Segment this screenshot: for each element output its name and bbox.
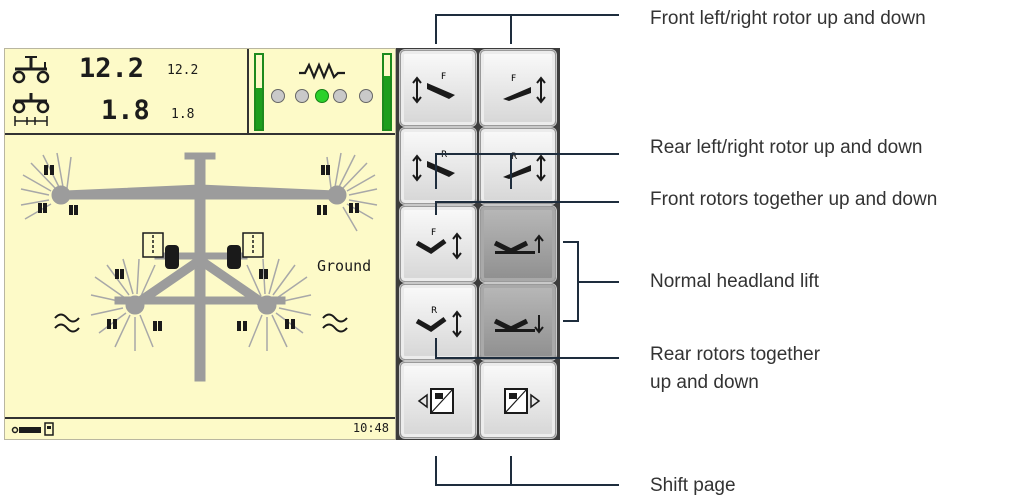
- header-divider: [247, 49, 249, 135]
- rear-right-rotor-icon: R: [503, 152, 546, 182]
- svg-text:F: F: [441, 72, 446, 82]
- indicator-dot-3: [315, 89, 329, 103]
- svg-text:F: F: [431, 228, 436, 238]
- windrow-marker-left: [142, 232, 164, 258]
- terminal-screen: 12.2 12.2 1.8 1.8: [4, 48, 396, 440]
- front-right-rotor-icon: F: [503, 74, 546, 104]
- clock: 10:48: [352, 421, 389, 435]
- mode-label: Ground: [317, 257, 372, 275]
- speed-small-value: 12.2: [167, 63, 199, 78]
- callout-front-together: Front rotors together up and down: [650, 189, 938, 210]
- swath-left-icon: [54, 313, 80, 333]
- status-header: 12.2 12.2 1.8 1.8: [5, 49, 395, 135]
- rear-right-rotor-button[interactable]: R: [480, 128, 556, 204]
- front-rotors-together-button[interactable]: F: [400, 206, 476, 282]
- speed-value: 12.2: [79, 53, 145, 84]
- headland-lift-up-icon: [493, 234, 544, 254]
- zigzag-rotor-icon: [299, 62, 345, 80]
- headland-lift-down-button[interactable]: [480, 284, 556, 360]
- callout-front-rotor: Front left/right rotor up and down: [650, 8, 926, 29]
- right-level-gauge-fill: [384, 75, 390, 129]
- rake-machine-diagram: [20, 152, 378, 382]
- connection-icon: [11, 422, 54, 436]
- shift-page-left-icon: [417, 388, 454, 414]
- rear-rotors-together-button[interactable]: R: [400, 284, 476, 360]
- callout-rear-together: Rear rotors together: [650, 344, 821, 365]
- rear-left-rotor-button[interactable]: R: [400, 128, 476, 204]
- callout-shift-page: Shift page: [650, 475, 736, 496]
- shift-page-right-button[interactable]: [480, 362, 556, 438]
- svg-text:R: R: [431, 306, 437, 316]
- shift-page-right-icon: [504, 388, 541, 414]
- rear-right-rotor: [246, 258, 312, 351]
- windrow-marker-right: [242, 232, 264, 258]
- indicator-dot-5: [359, 89, 373, 103]
- height-value: 1.8: [101, 95, 150, 126]
- shift-page-left-button[interactable]: [400, 362, 476, 438]
- right-level-gauge: [382, 53, 392, 131]
- callout-headland: Normal headland lift: [650, 271, 819, 292]
- callout-rear-together-line2: up and down: [650, 372, 759, 393]
- svg-text:R: R: [511, 152, 517, 162]
- tractor-speed-icon: [12, 56, 50, 84]
- status-bar: 10:48: [5, 417, 395, 439]
- svg-text:F: F: [511, 74, 516, 84]
- rear-rotors-together-icon: R: [415, 306, 462, 338]
- front-left-rotor-icon: F: [412, 72, 455, 104]
- headland-lift-down-icon: [493, 315, 544, 334]
- swath-right-icon: [322, 313, 348, 333]
- front-left-rotor-button[interactable]: F: [400, 50, 476, 126]
- left-level-gauge-fill: [256, 88, 262, 129]
- svg-text:R: R: [441, 150, 447, 160]
- front-rotors-together-icon: F: [415, 228, 462, 260]
- indicator-dot-2: [295, 89, 309, 103]
- height-small-value: 1.8: [171, 107, 195, 122]
- rear-left-rotor: [90, 258, 156, 351]
- left-level-gauge: [254, 53, 264, 131]
- rear-left-rotor-icon: R: [412, 150, 455, 182]
- headland-lift-up-button[interactable]: [480, 206, 556, 282]
- callout-rear-rotor: Rear left/right rotor up and down: [650, 137, 923, 158]
- front-right-rotor-button[interactable]: F: [480, 50, 556, 126]
- indicator-dot-1: [271, 89, 285, 103]
- working-height-icon: [12, 93, 50, 126]
- indicator-dot-4: [333, 89, 347, 103]
